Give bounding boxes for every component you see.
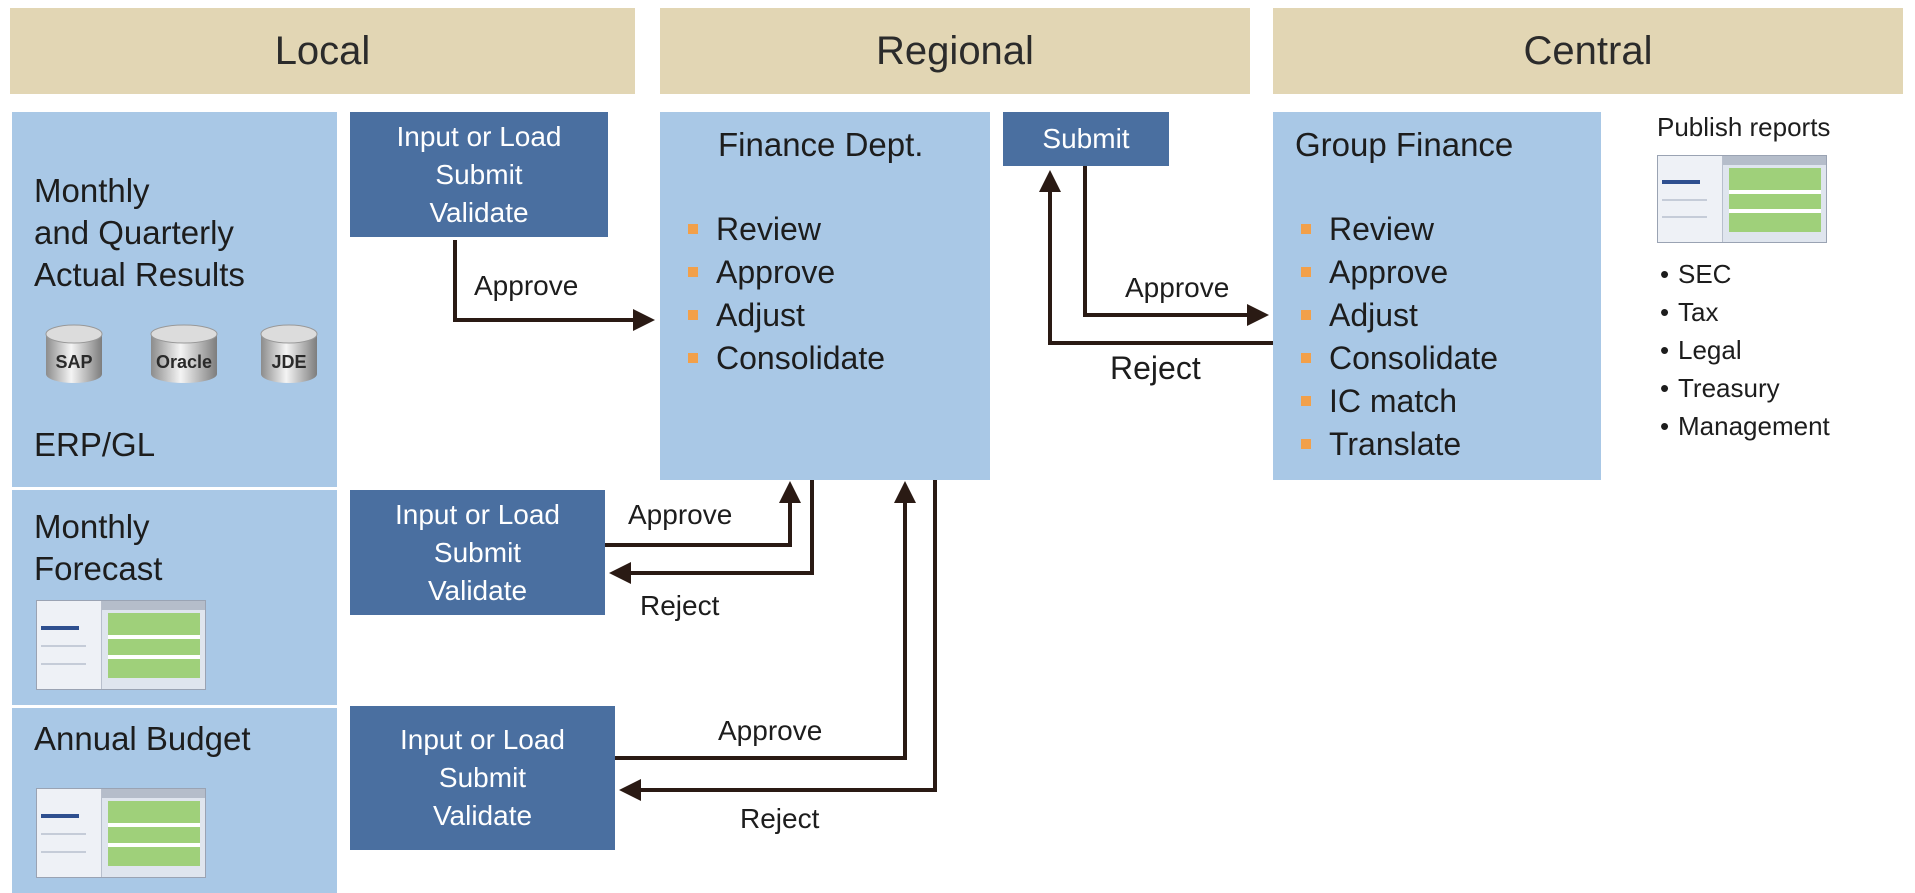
label-forecast-reject: Reject — [640, 590, 720, 621]
group-finance-panel: Group Finance Review Approve Adjust Cons… — [1273, 112, 1601, 480]
input-submit-validate-box-actuals: Input or Load Submit Validate — [350, 112, 608, 237]
label-central-approve: Approve — [1125, 272, 1230, 303]
forecast-title-line-1: Monthly — [34, 508, 150, 545]
input-submit-validate-box-forecast: Input or Load Submit Validate — [350, 490, 605, 615]
finance-dept-item: Consolidate — [684, 337, 885, 380]
local-forecast-panel: Monthly Forecast — [12, 490, 337, 705]
actuals-title-line-2: and Quarterly — [34, 214, 234, 251]
header-central: Central — [1273, 8, 1903, 94]
publish-item: •Legal — [1660, 335, 1742, 365]
forecast-title-line-2: Forecast — [34, 550, 163, 587]
action-line-validate: Validate — [432, 800, 533, 831]
jde-database-icon: JDE — [260, 324, 318, 383]
group-finance-list: Review Approve Adjust Consolidate IC mat… — [1297, 208, 1498, 466]
action-line-input: Input or Load — [399, 724, 566, 755]
publish-item: •Tax — [1660, 297, 1719, 327]
group-finance-item: Translate — [1297, 423, 1498, 466]
action-line-validate: Validate — [429, 196, 529, 228]
budget-title: Annual Budget — [34, 720, 251, 757]
arrow-actuals-approve — [453, 240, 655, 331]
label-forecast-approve: Approve — [628, 499, 733, 530]
forecast-title: Monthly Forecast — [34, 506, 162, 590]
arrow-forecast-reject — [609, 480, 814, 584]
publish-report-thumbnail — [1657, 155, 1827, 243]
publish-item: •SEC — [1660, 259, 1732, 289]
arrow-central-reject — [1039, 170, 1273, 345]
label-budget-reject: Reject — [740, 803, 820, 834]
budget-report-thumbnail — [36, 788, 206, 878]
action-line-input: Input or Load — [394, 498, 561, 530]
oracle-database-icon: Oracle — [150, 324, 218, 383]
finance-dept-item: Review — [684, 208, 885, 251]
group-finance-item: Adjust — [1297, 294, 1498, 337]
arrow-budget-reject — [619, 480, 937, 801]
label-actuals-approve: Approve — [474, 270, 579, 301]
arrow-forecast-approve — [605, 481, 801, 547]
publish-item: •Management — [1660, 411, 1830, 441]
actuals-title-line-1: Monthly — [34, 172, 150, 209]
finance-dept-title: Finance Dept. — [718, 126, 924, 163]
group-finance-item: Consolidate — [1297, 337, 1498, 380]
actuals-title-line-3: Actual Results — [34, 256, 245, 293]
sap-database-icon: SAP — [45, 324, 103, 383]
header-local: Local — [10, 8, 635, 94]
group-finance-item: IC match — [1297, 380, 1498, 423]
sap-label: SAP — [55, 352, 92, 372]
action-line-submit: Submit — [438, 762, 527, 793]
input-submit-validate-box-budget: Input or Load Submit Validate — [350, 706, 615, 850]
arrow-central-approve — [1083, 166, 1269, 326]
oracle-label: Oracle — [156, 352, 212, 372]
publish-reports-list: •SEC •Tax •Legal •Treasury •Management — [1660, 255, 1830, 445]
local-budget-panel: Annual Budget — [12, 708, 337, 893]
arrow-budget-approve — [615, 481, 916, 760]
finance-dept-item: Approve — [684, 251, 885, 294]
group-finance-item: Review — [1297, 208, 1498, 251]
forecast-report-thumbnail — [36, 600, 206, 690]
action-line-submit: Submit — [433, 536, 522, 568]
action-line-input: Input or Load — [396, 120, 562, 152]
erp-gl-label: ERP/GL — [34, 426, 156, 463]
submit-box: Submit — [1003, 112, 1169, 166]
finance-dept-list: Review Approve Adjust Consolidate — [684, 208, 885, 380]
group-finance-title: Group Finance — [1295, 126, 1514, 163]
publish-item: •Treasury — [1660, 373, 1780, 403]
publish-reports-title: Publish reports — [1657, 112, 1831, 142]
header-regional: Regional — [660, 8, 1250, 94]
group-finance-item: Approve — [1297, 251, 1498, 294]
finance-dept-item: Adjust — [684, 294, 885, 337]
action-line-validate: Validate — [427, 574, 528, 606]
label-budget-approve: Approve — [718, 715, 823, 746]
label-central-reject: Reject — [1110, 350, 1201, 386]
finance-dept-panel: Finance Dept. Review Approve Adjust Cons… — [660, 112, 990, 480]
local-actuals-panel: Monthly and Quarterly Actual Results SAP… — [12, 112, 337, 487]
action-line-submit: Submit — [435, 158, 523, 190]
actuals-title: Monthly and Quarterly Actual Results — [34, 170, 245, 296]
jde-label: JDE — [271, 352, 306, 372]
